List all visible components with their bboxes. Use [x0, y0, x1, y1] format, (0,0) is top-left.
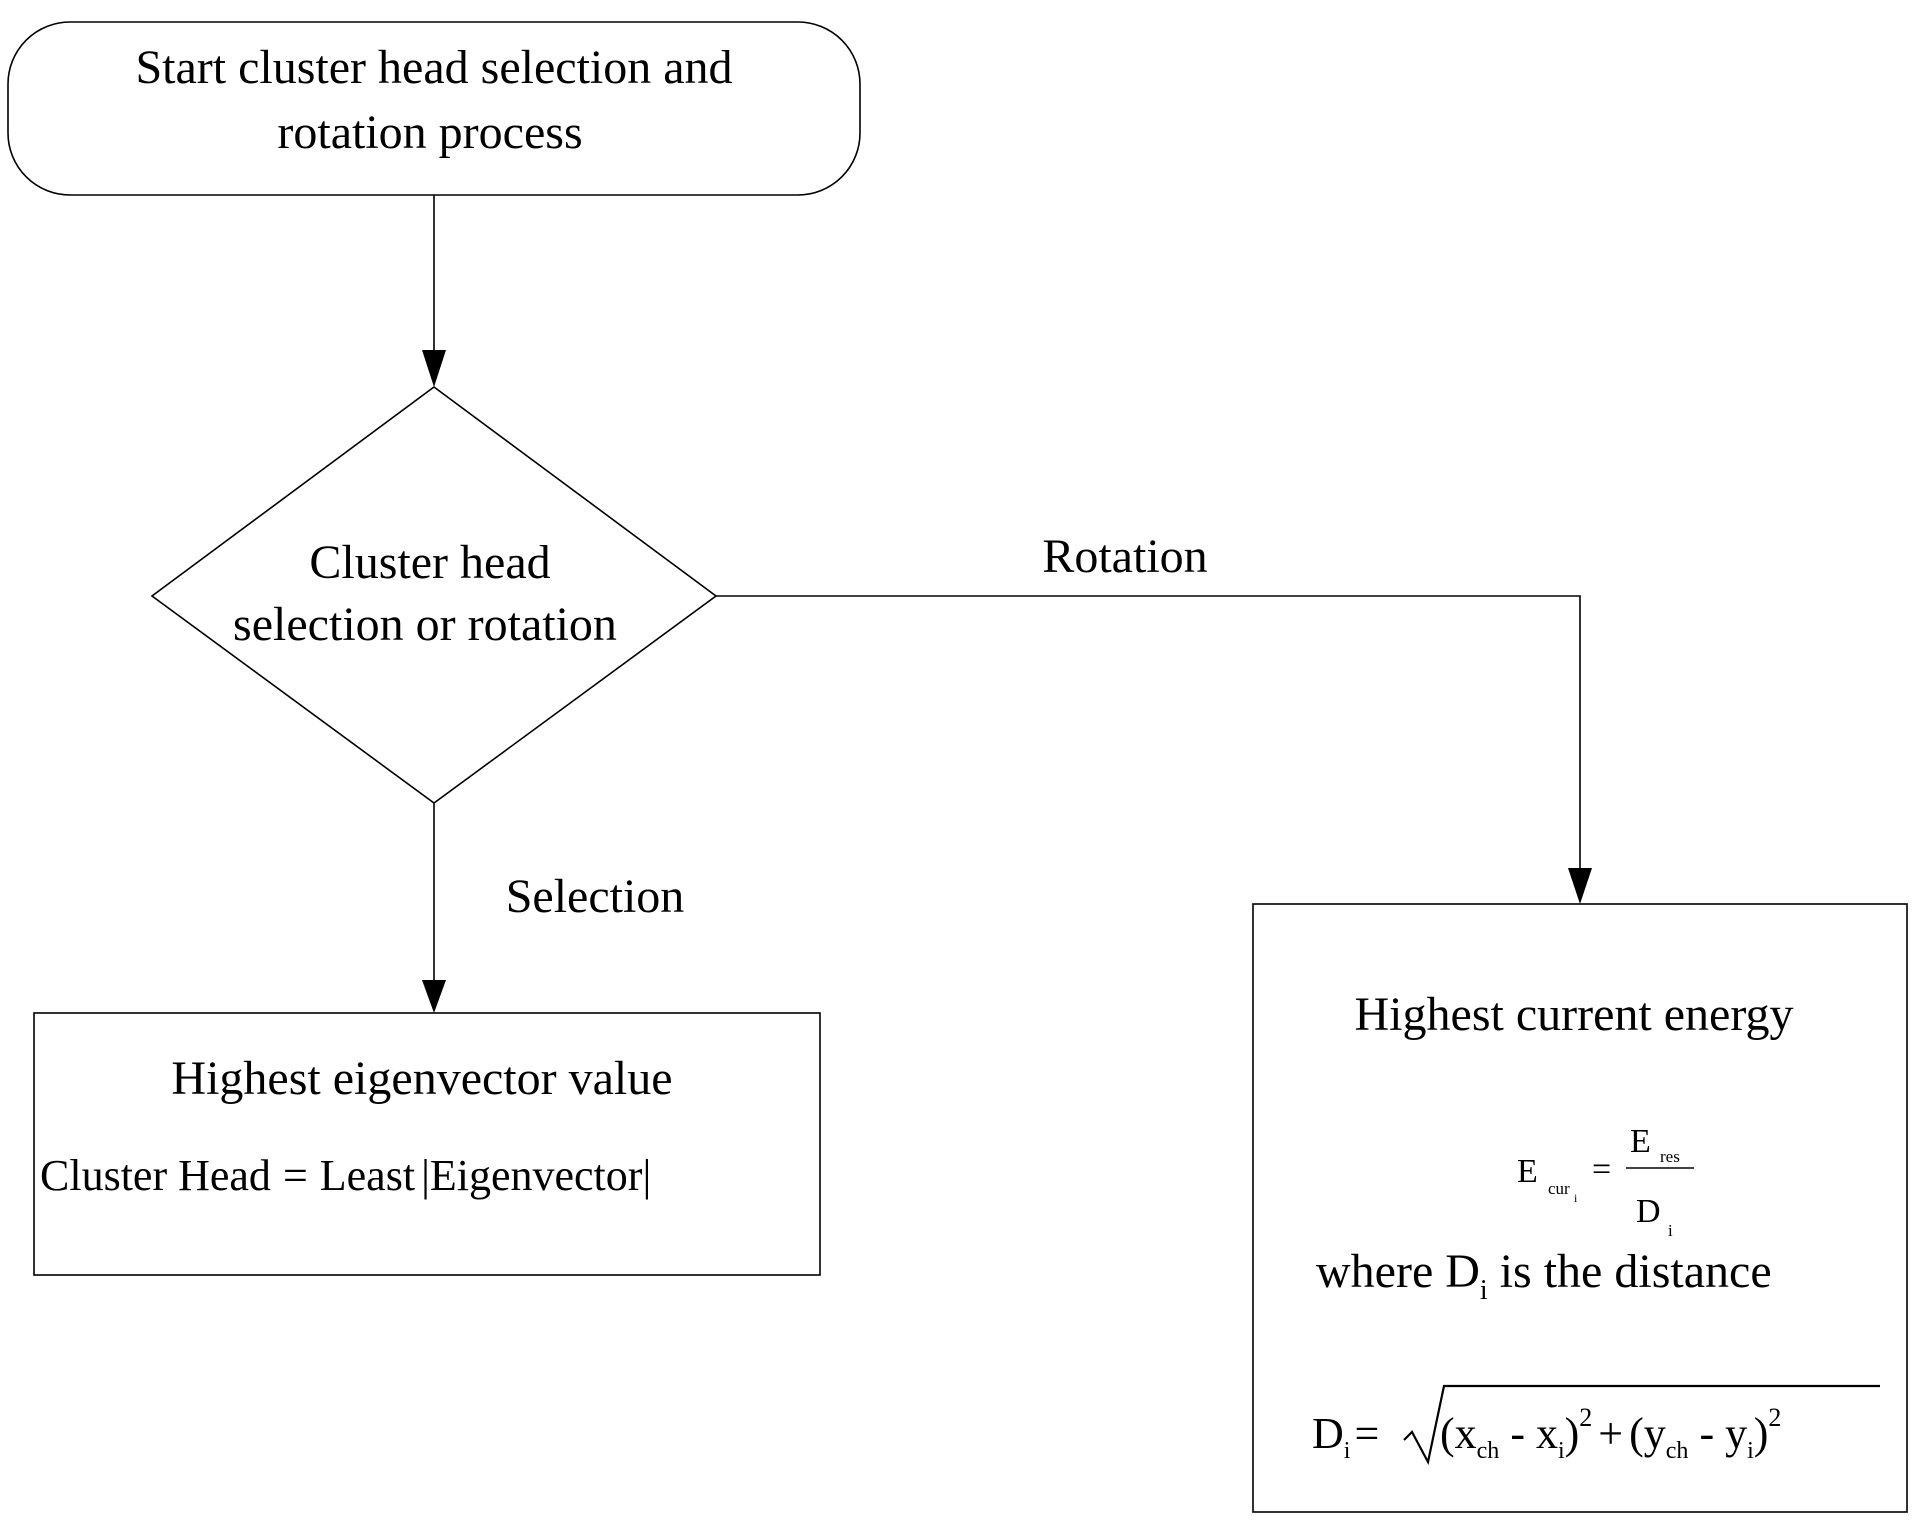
arrow-start-to-decision [422, 195, 446, 387]
distance-formula: Di= (xch - xi)2+(ych - yi)2 [1312, 1384, 1880, 1466]
decision-node: Cluster head selection or rotation [150, 386, 718, 804]
selection-box: Highest eigenvector value Cluster Head=L… [33, 1012, 821, 1276]
energy-formula: E cur i = E res D i [1517, 1123, 1694, 1240]
d-sub: i [1668, 1221, 1673, 1240]
selection-box-title: Highest eigenvector value [171, 1052, 672, 1105]
dist-lhs: Di= [1312, 1409, 1379, 1464]
selection-edge-label: Selection [506, 870, 685, 923]
energy-eq: = [1592, 1151, 1611, 1188]
arrow-rotation [716, 595, 1592, 904]
dist-radicand: (xch - xi)2+(ych - yi)2 [1440, 1403, 1781, 1464]
arrow-selection [422, 803, 446, 1013]
where-text: where Di is the distance [1316, 1245, 1772, 1306]
formula-abs: |Eigenvector| [421, 1151, 651, 1200]
rotation-box: Highest current energy E cur i = E res D… [1252, 903, 1908, 1513]
formula-least: Least [320, 1151, 415, 1200]
rotation-edge-label: Rotation [1042, 530, 1207, 583]
e-cur-sub: cur [1548, 1179, 1570, 1198]
start-node-line2: rotation process [277, 106, 582, 159]
e-cur-base: E [1517, 1153, 1538, 1190]
formula-eq: = [283, 1151, 308, 1200]
d-base: D [1636, 1193, 1661, 1230]
decision-node-line2: selection or rotation [233, 598, 617, 651]
rotation-box-title: Highest current energy [1355, 988, 1794, 1041]
e-res-base: E [1630, 1123, 1651, 1160]
e-cur-subsub: i [1574, 1191, 1578, 1205]
e-res-sub: res [1660, 1147, 1680, 1166]
cluster-head-formula: Cluster Head=Least|Eigenvector| [40, 1151, 651, 1200]
decision-node-line1: Cluster head [309, 536, 550, 589]
formula-left: Cluster Head [40, 1151, 271, 1200]
start-node-line1: Start cluster head selection and [135, 41, 732, 94]
sqrt-sign [1403, 1384, 1880, 1466]
start-node: Start cluster head selection and rotatio… [7, 21, 861, 196]
